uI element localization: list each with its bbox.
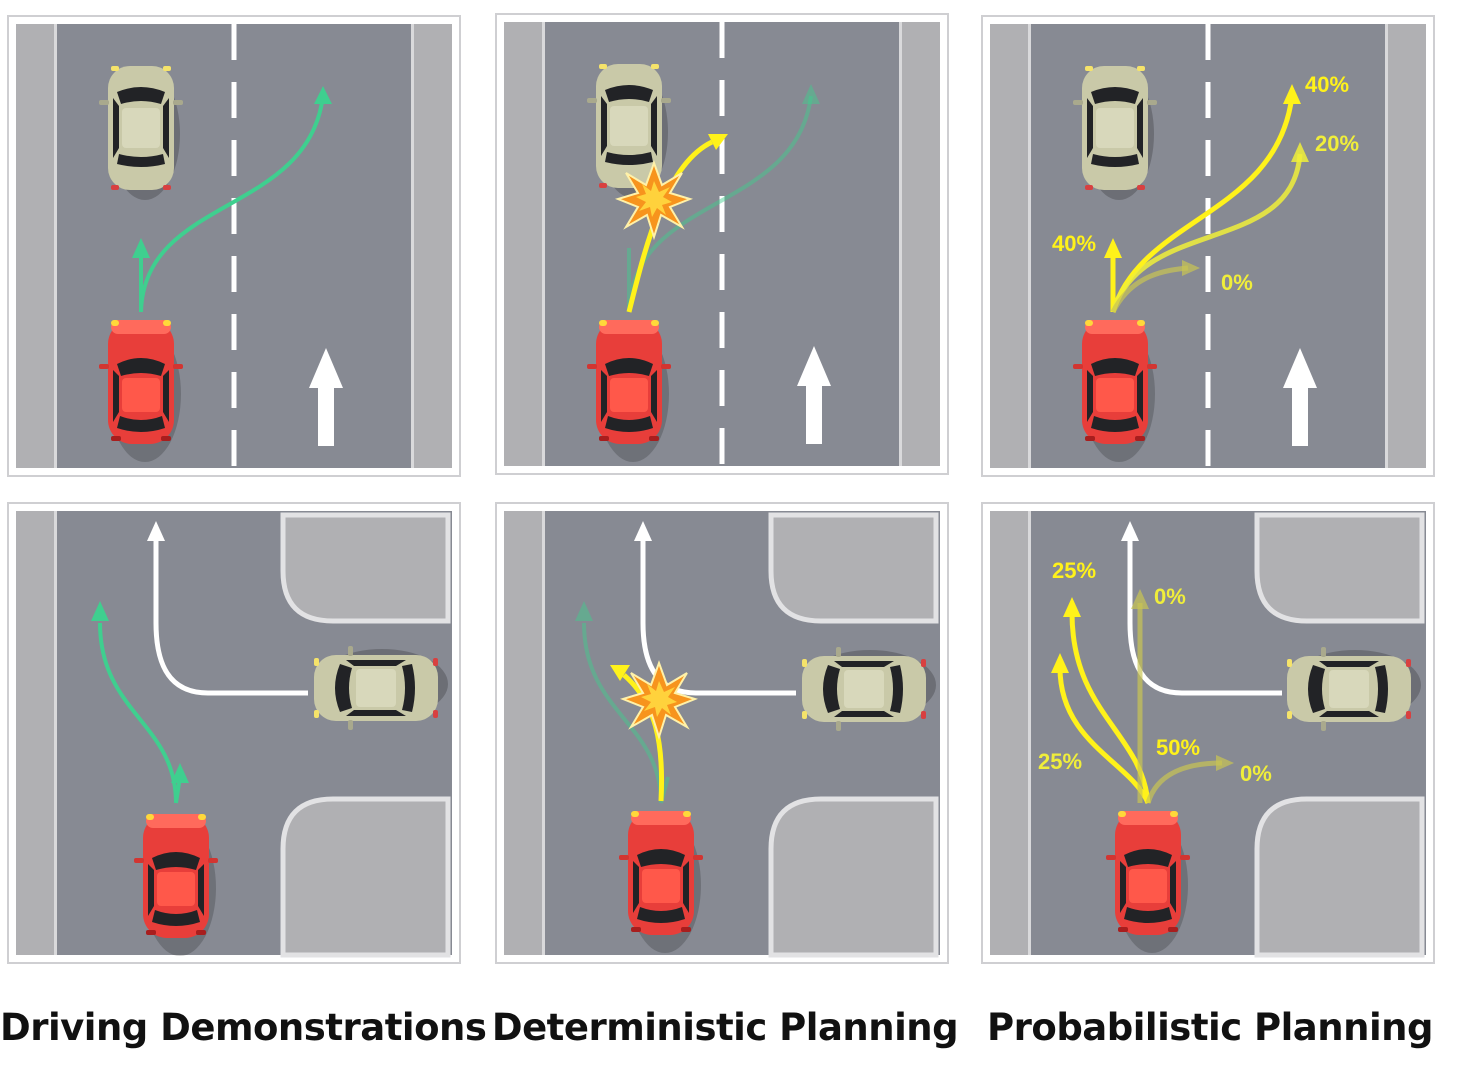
prob-label-wide-change: 20% xyxy=(1315,131,1359,156)
prob-label-straight: 0% xyxy=(1154,584,1186,609)
panel-probabilistic-road: 40% 40% 20% 0% xyxy=(982,16,1434,476)
prob-label-left-lower: 25% xyxy=(1038,749,1082,774)
column-title-driving-demonstrations: Driving Demonstrations xyxy=(0,1006,487,1049)
panel-probabilistic-intersection: 25% 25% 0% 50% 0% xyxy=(982,503,1434,963)
panel-deterministic-road xyxy=(496,14,948,474)
column-title-probabilistic-planning: Probabilistic Planning xyxy=(987,1006,1433,1049)
panel-demo-intersection xyxy=(8,503,460,963)
panel-deterministic-intersection xyxy=(496,503,948,963)
prob-label-straight: 40% xyxy=(1052,231,1096,256)
prob-label-lane-change: 40% xyxy=(1305,72,1349,97)
prob-label-right: 0% xyxy=(1221,270,1253,295)
prob-label-right: 0% xyxy=(1240,761,1272,786)
panel-demo-road xyxy=(8,16,460,476)
prob-label-right-turn: 50% xyxy=(1156,735,1200,760)
prob-label-left-upper: 25% xyxy=(1052,558,1096,583)
column-title-deterministic-planning: Deterministic Planning xyxy=(491,1006,959,1049)
